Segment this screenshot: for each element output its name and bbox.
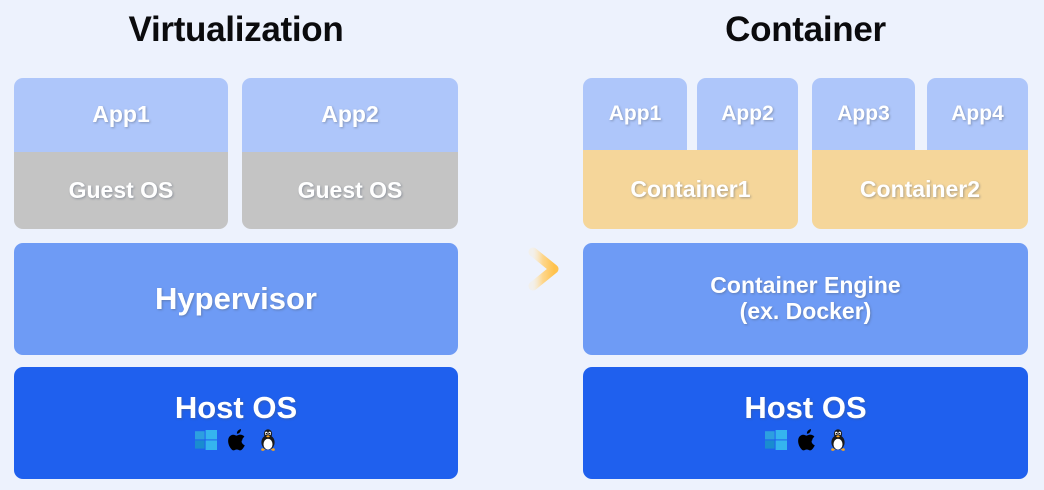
container1-app1-block: App1 xyxy=(583,78,687,150)
linux-tux-icon xyxy=(258,425,278,460)
container-engine-label-line1: Container Engine xyxy=(710,272,901,299)
right-arrow-icon xyxy=(471,247,571,291)
apple-icon xyxy=(227,425,249,460)
container2-app3-block: App3 xyxy=(812,78,915,150)
host-os-block-left: Host OS xyxy=(14,367,458,479)
column-title-container: Container xyxy=(725,10,886,49)
container2-block: Container2 xyxy=(812,150,1028,229)
container-engine-block: Container Engine (ex. Docker) xyxy=(583,243,1028,355)
host-os-label-right: Host OS xyxy=(744,389,867,425)
hypervisor-block: Hypervisor xyxy=(14,243,458,355)
apple-icon xyxy=(797,425,819,460)
container1-block: Container1 xyxy=(583,150,798,229)
windows-icon xyxy=(764,425,788,460)
container1-app2-block: App2 xyxy=(697,78,798,150)
container2-app4-block: App4 xyxy=(927,78,1028,150)
vm1-guest-os-block: Guest OS xyxy=(14,152,228,229)
vm1-app-block: App1 xyxy=(14,78,228,152)
vm2-app-block: App2 xyxy=(242,78,458,152)
linux-tux-icon xyxy=(828,425,848,460)
windows-icon xyxy=(194,425,218,460)
vm2-guest-os-block: Guest OS xyxy=(242,152,458,229)
host-os-block-right: Host OS xyxy=(583,367,1028,479)
host-os-label-left: Host OS xyxy=(174,389,298,425)
os-logo-row-right xyxy=(764,429,848,455)
os-logo-row-left xyxy=(194,429,278,455)
container-engine-label-line2: (ex. Docker) xyxy=(739,298,872,324)
column-title-virtualization: Virtualization xyxy=(128,10,344,49)
